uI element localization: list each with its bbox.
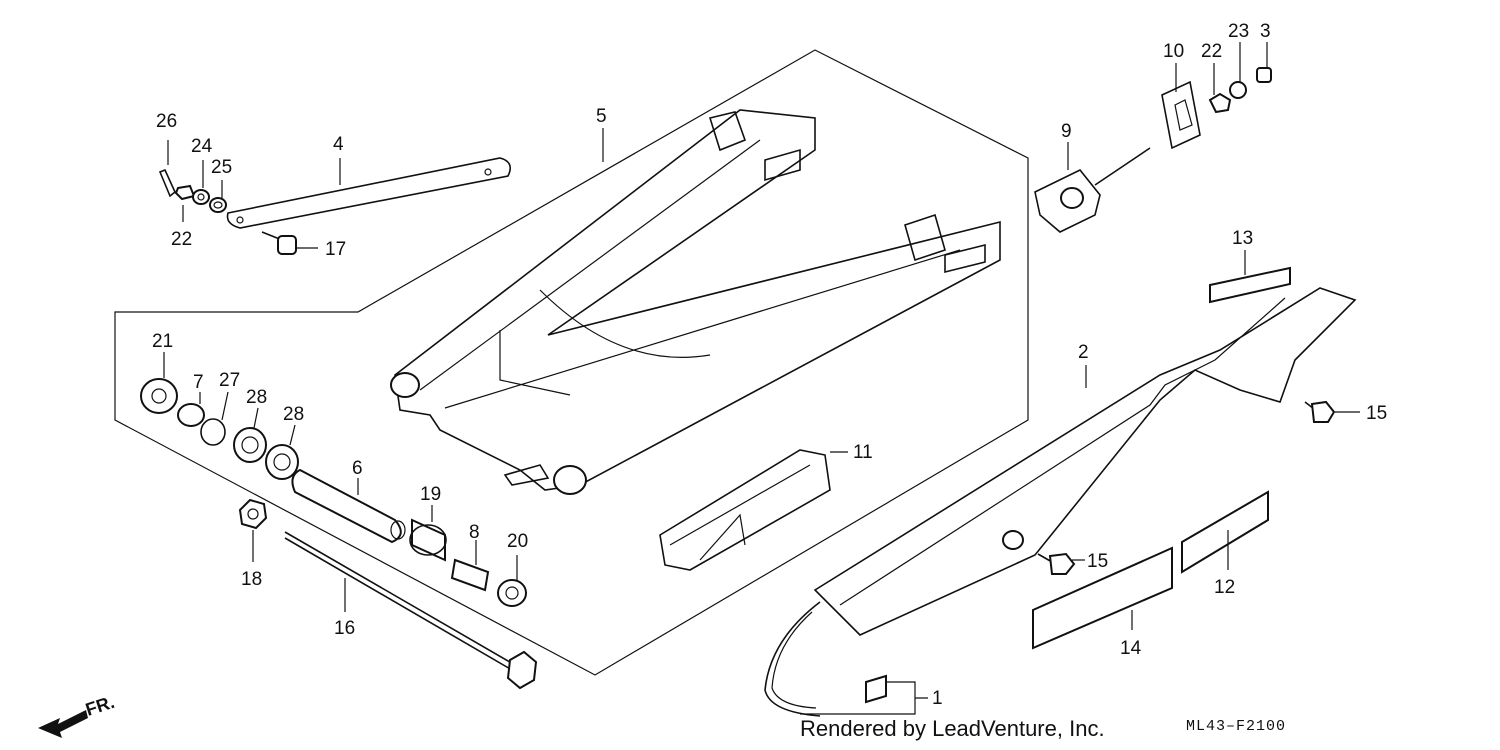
circlip-27[interactable]: [200, 418, 226, 446]
callout-20: 20: [507, 531, 528, 552]
nut-22-upper-left[interactable]: [174, 184, 196, 201]
callout-1: 1: [932, 688, 943, 709]
callout-15-upper: 15: [1366, 403, 1387, 424]
bolt-15-upper[interactable]: [1304, 400, 1336, 423]
needle-bearing-19[interactable]: [409, 518, 447, 562]
cotter-pin[interactable]: [158, 168, 176, 198]
pivot-collar-6[interactable]: [291, 468, 406, 544]
washer-25[interactable]: [209, 197, 227, 213]
pivot-bolt-16[interactable]: [284, 531, 538, 690]
callout-9: 9: [1061, 121, 1072, 142]
chain-case[interactable]: [813, 287, 1357, 636]
bolt-15-lower[interactable]: [1037, 552, 1076, 575]
label-1: [865, 674, 887, 704]
diagram-code: ML43–F2100: [1186, 718, 1287, 735]
dust-seal-21[interactable]: [140, 378, 178, 414]
callout-26: 26: [156, 111, 177, 132]
front-arrow-icon: [38, 710, 88, 738]
bolt-3[interactable]: [1256, 67, 1272, 83]
callout-28b: 28: [283, 404, 304, 425]
adjuster-plate[interactable]: [1161, 80, 1201, 150]
assembly-frame: [114, 49, 1029, 676]
callout-17: 17: [325, 239, 346, 260]
callout-14: 14: [1120, 638, 1142, 659]
callout-28a: 28: [246, 387, 267, 408]
leader-lines: [163, 42, 1360, 715]
callout-3: 3: [1260, 21, 1271, 42]
callout-6: 6: [352, 458, 363, 479]
callout-15-lower: 15: [1087, 551, 1108, 572]
label-13: [1209, 266, 1291, 304]
chain-slider[interactable]: [659, 449, 831, 571]
callout-13: 13: [1232, 228, 1253, 249]
callout-21: 21: [152, 331, 173, 352]
callout-7: 7: [193, 372, 204, 393]
label-12: [1181, 490, 1269, 574]
callout-2: 2: [1078, 342, 1089, 363]
credit-text: Rendered by LeadVenture, Inc.: [800, 716, 1105, 741]
collar-8[interactable]: [450, 558, 490, 592]
torque-link[interactable]: [226, 157, 511, 229]
swingarm[interactable]: [390, 109, 1001, 495]
callout-19: 19: [420, 484, 441, 505]
callout-5: 5: [596, 106, 607, 127]
label-14: [1032, 546, 1173, 650]
front-marker-label: FR.: [83, 692, 117, 720]
callout-16: 16: [334, 618, 355, 639]
callout-27: 27: [219, 370, 240, 391]
callout-24: 24: [191, 136, 213, 157]
callout-4: 4: [333, 134, 344, 155]
callout-23: 23: [1228, 21, 1249, 42]
nut-18[interactable]: [238, 498, 268, 530]
callout-22-right: 22: [1201, 41, 1222, 62]
washer-24[interactable]: [192, 189, 210, 205]
callout-22-left: 22: [171, 229, 192, 250]
callout-12: 12: [1214, 577, 1235, 598]
nut-22-upper-right[interactable]: [1208, 92, 1232, 114]
callout-18: 18: [241, 569, 262, 590]
dust-seal-20[interactable]: [497, 579, 527, 607]
callout-10: 10: [1163, 41, 1184, 62]
washer-23[interactable]: [1229, 81, 1247, 99]
bearing-28b[interactable]: [265, 444, 299, 480]
chain-adjuster[interactable]: [1034, 147, 1151, 233]
bolt-17[interactable]: [261, 231, 297, 255]
callout-11: 11: [853, 442, 873, 463]
collar-7[interactable]: [177, 403, 205, 427]
callout-8: 8: [469, 522, 480, 543]
drive-chain: [764, 601, 821, 717]
bearing-28a[interactable]: [233, 427, 267, 463]
callout-25: 25: [211, 157, 232, 178]
